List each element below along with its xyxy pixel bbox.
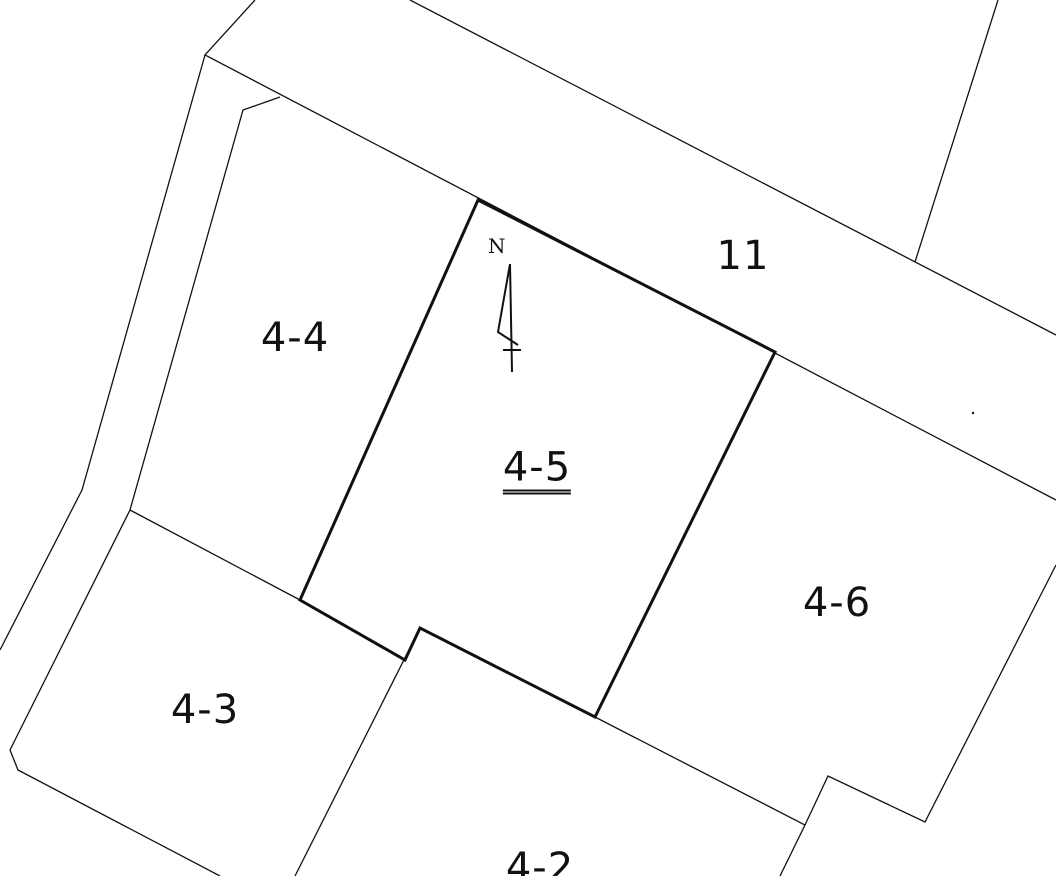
north-arrow-label: N: [488, 234, 506, 258]
north-arrow-icon: [496, 263, 521, 373]
parcel-label-4-3: 4-3: [170, 687, 240, 733]
parcel-label-4-2: 4-2: [505, 845, 575, 876]
parcel-label-4-5: 4-5: [502, 446, 572, 495]
parcel-4-3-west-boundary: [9, 509, 221, 876]
parcel-label-4-6: 4-6: [802, 580, 872, 626]
parcel-4-2-east-boundary: [594, 716, 806, 876]
outer-west-boundary: [0, 54, 206, 651]
parcel-4-2-west-boundary: [294, 627, 421, 876]
parcel-label-4-4: 4-4: [260, 315, 330, 361]
survey-point: [971, 411, 975, 415]
parcel-4-3-north-edge: [129, 509, 301, 601]
road-south-edge: [203, 0, 1056, 501]
parcel-4-4-inner-boundary: [129, 96, 281, 511]
parcel-label-11: 11: [716, 233, 770, 279]
parcel-11-boundary: [914, 0, 999, 263]
parcel-4-5-boundary: [298, 197, 777, 720]
parcel-4-6-south-boundary: [804, 564, 1056, 826]
road-north-edge: [409, 0, 1056, 336]
